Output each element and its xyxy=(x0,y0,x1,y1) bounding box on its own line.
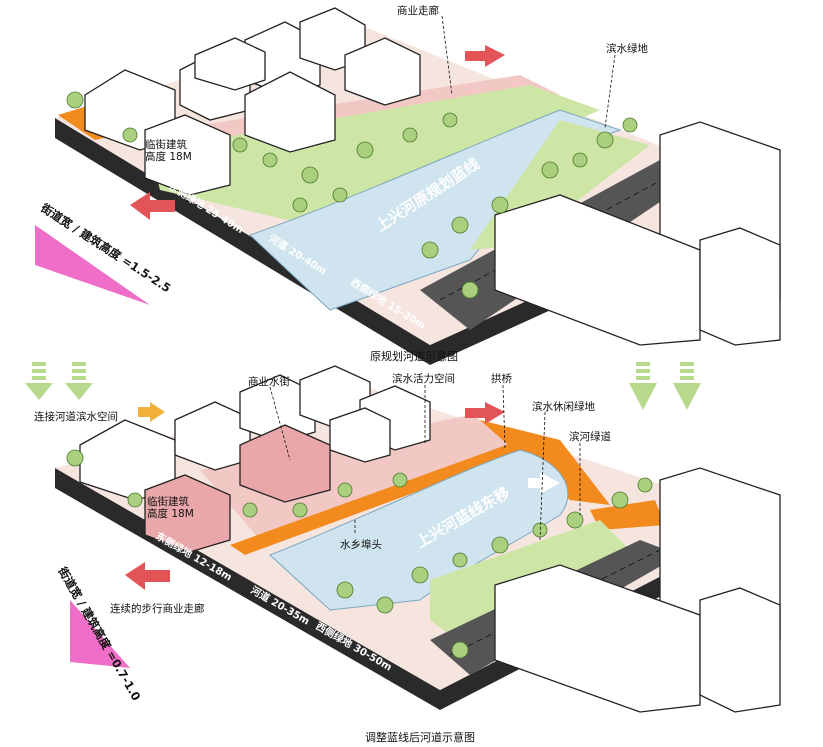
bottom-trees xyxy=(66,449,653,659)
bottom-label-street-building: 临街建筑高度 18M xyxy=(147,495,194,520)
bottom-orange-walk-1 xyxy=(230,440,535,555)
bottom-label-pier: 水乡埠头 xyxy=(340,538,382,551)
bottom-commercial-corridor xyxy=(200,415,520,540)
bottom-buildings-left xyxy=(79,365,431,553)
bottom-arrow-left xyxy=(125,562,170,590)
top-trees xyxy=(66,91,638,299)
top-diagram: 街道宽 / 建筑高度 =1.5-2.5 东侧绿地 25-40m 河道 20-40… xyxy=(35,4,781,365)
top-arrow-right xyxy=(465,45,505,67)
bottom-buildings-right xyxy=(494,467,781,713)
bottom-diagram: 街道宽 / 建筑高度 =0.7-1.0 东侧绿地 12-18m 河道 20-35… xyxy=(25,362,781,744)
top-ratio-triangle xyxy=(35,225,150,305)
bottom-orange-walk-3 xyxy=(590,500,665,530)
bottom-arrow-right xyxy=(465,402,505,424)
bottom-arrow-bridge xyxy=(528,472,560,494)
top-label-waterfront-green: 滨水绿地 xyxy=(606,42,648,55)
top-label-corridor: 商业走廊 xyxy=(397,4,439,17)
top-east-green xyxy=(150,85,600,230)
top-buildings-left xyxy=(84,7,421,196)
bottom-label-corridor: 连续的步行商业走廊 xyxy=(110,602,205,615)
bottom-label-commercial-street: 商业水街 xyxy=(248,375,290,388)
top-arrow-left xyxy=(130,192,175,220)
bottom-caption: 调整蓝线后河道示意图 xyxy=(365,730,475,744)
bottom-label-vitality: 滨水活力空间 xyxy=(392,372,455,385)
bottom-label-river-greenway: 滨河绿道 xyxy=(569,430,611,443)
bottom-ratio-triangle xyxy=(70,600,130,668)
bottom-arrow-orange xyxy=(138,402,165,422)
top-buildings-right xyxy=(494,121,781,346)
top-caption: 原规划河道示意图 xyxy=(370,349,458,363)
bottom-down-arrows xyxy=(25,362,701,410)
bottom-label-connect: 连接河道滨水空间 xyxy=(34,410,118,423)
bottom-ratio-text: 街道宽 / 建筑高度 =0.7-1.0 xyxy=(55,564,144,703)
top-label-street-building: 临街建筑高度 18M xyxy=(145,138,192,163)
bottom-label-arch-bridge: 拱桥 xyxy=(491,372,512,385)
bottom-label-leisure-green: 滨水休闲绿地 xyxy=(532,400,595,413)
